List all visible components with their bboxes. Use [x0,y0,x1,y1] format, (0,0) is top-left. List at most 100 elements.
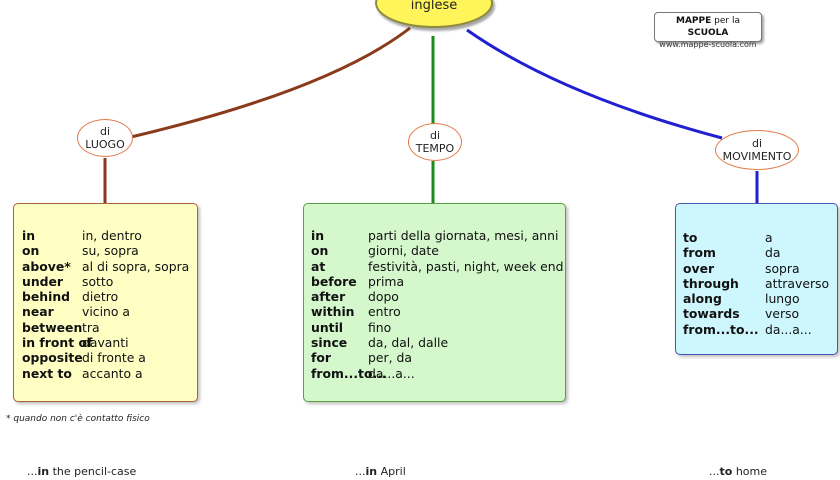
example-movimento: ...to home [709,465,768,478]
tempo-row: within entro [311,304,565,319]
node-movimento-line2: MOVIMENTO [722,150,792,163]
luogo-term: under [22,273,64,289]
luogo-row: in in, dentro [22,228,197,243]
movimento-term: along [683,291,722,307]
connector-luogo-top [130,26,411,139]
tempo-meaning: festività, pasti, night, week end [368,258,564,274]
luogo-row: near vicino a [22,304,197,319]
movimento-meaning: sopra [765,260,800,276]
luogo-meaning: tra [82,319,100,335]
movimento-term: over [683,260,715,276]
tempo-meaning: parti della giornata, mesi, anni [368,228,559,243]
movimento-meaning: verso [765,306,800,322]
movimento-term: from...to... [683,321,759,337]
luogo-term: in [22,228,36,243]
node-luogo-line2: LUOGO [85,138,125,151]
brand-logo: MAPPE per la SCUOLA www.mappe-scuola.com [654,12,762,49]
movimento-meaning: da...a... [765,321,812,337]
tempo-term: from...to... [311,365,387,381]
luogo-meaning: dietro [82,289,119,305]
luogo-meaning: di fronte a [82,350,146,366]
tempo-term: until [311,319,344,335]
tempo-row: on giorni, date [311,243,565,258]
luogo-term: near [22,304,54,320]
tempo-meaning: dopo [368,289,399,305]
luogo-box: in in, dentro on su, sopra above* al di sopra… [13,203,198,402]
luogo-meaning: su, sopra [82,243,139,259]
luogo-row: under sotto [22,274,197,289]
brand-scuola: SCUOLA [687,28,729,38]
tempo-row: from...to...da...a... [311,366,565,381]
tempo-meaning: entro [368,304,401,320]
luogo-term: next to [22,365,72,381]
tempo-term: within [311,304,355,320]
connector-movimento-top [466,28,723,140]
luogo-term: on [22,243,40,259]
movimento-term: towards [683,306,740,322]
tempo-row: after dopo [311,289,565,304]
node-luogo-line1: di [99,125,111,138]
movimento-meaning: lungo [765,291,800,307]
movimento-meaning: da [765,245,781,261]
movimento-row: over sopra [683,261,837,276]
tempo-row: for per, da [311,350,565,365]
luogo-term: in front of [22,335,93,351]
tempo-term: on [311,243,329,259]
tempo-term: before [311,273,357,289]
luogo-meaning: in, dentro [82,228,142,243]
tempo-row: since da, dal, dalle [311,335,565,350]
luogo-meaning: sotto [82,273,114,289]
tempo-term: after [311,289,346,305]
movimento-row: towards verso [683,306,837,321]
movimento-meaning: attraverso [765,275,830,291]
node-tempo: di TEMPO [408,123,462,161]
luogo-term: behind [22,289,71,305]
luogo-row: next to accanto a [22,366,197,381]
luogo-row: on su, sopra [22,243,197,258]
luogo-row: behind dietro [22,289,197,304]
brand-url: www.mappe-scuola.com [659,40,757,49]
tempo-term: for [311,350,332,366]
tempo-term: in [311,228,325,243]
tempo-meaning: da...a... [368,365,415,381]
luogo-row: above* al di sopra, sopra [22,259,197,274]
movimento-term: from [683,245,716,261]
node-movimento: di MOVIMENTO [715,130,799,170]
example-tempo: ...in April [355,465,406,478]
tempo-term: at [311,258,326,274]
brand-mappe: MAPPE [676,16,712,26]
luogo-term: opposite [22,350,83,366]
luogo-meaning: accanto a [82,365,143,381]
luogo-meaning: davanti [82,335,129,351]
luogo-row: in front ofdavanti [22,335,197,350]
tempo-row: in parti della giornata, mesi, anni [311,228,565,243]
movimento-row: from...to... da...a... [683,322,837,337]
node-luogo: di LUOGO [77,119,133,157]
node-movimento-line1: di [751,137,763,150]
tempo-meaning: giorni, date [368,243,439,259]
movimento-row: along lungo [683,291,837,306]
movimento-row: from da [683,245,837,260]
movimento-meaning: a [765,230,773,245]
tempo-row: at festività, pasti, night, week end [311,259,565,274]
tempo-term: since [311,335,348,351]
luogo-term: between [22,319,83,335]
movimento-term: through [683,275,739,291]
brand-per-la: per la [714,16,740,26]
luogo-meaning: vicino a [82,304,130,320]
luogo-meaning: al di sopra, sopra [82,258,190,274]
movimento-row: through attraverso [683,276,837,291]
node-tempo-line2: TEMPO [415,142,455,155]
node-tempo-line1: di [429,129,441,142]
tempo-meaning: per, da [368,350,412,366]
luogo-term: above* [22,258,71,274]
example-luogo: ...in the pencil-case [27,465,137,478]
luogo-row: oppositedi fronte a [22,350,197,365]
tempo-meaning: da, dal, dalle [368,335,449,351]
tempo-box: in parti della giornata, mesi, anni on gior… [303,203,566,402]
